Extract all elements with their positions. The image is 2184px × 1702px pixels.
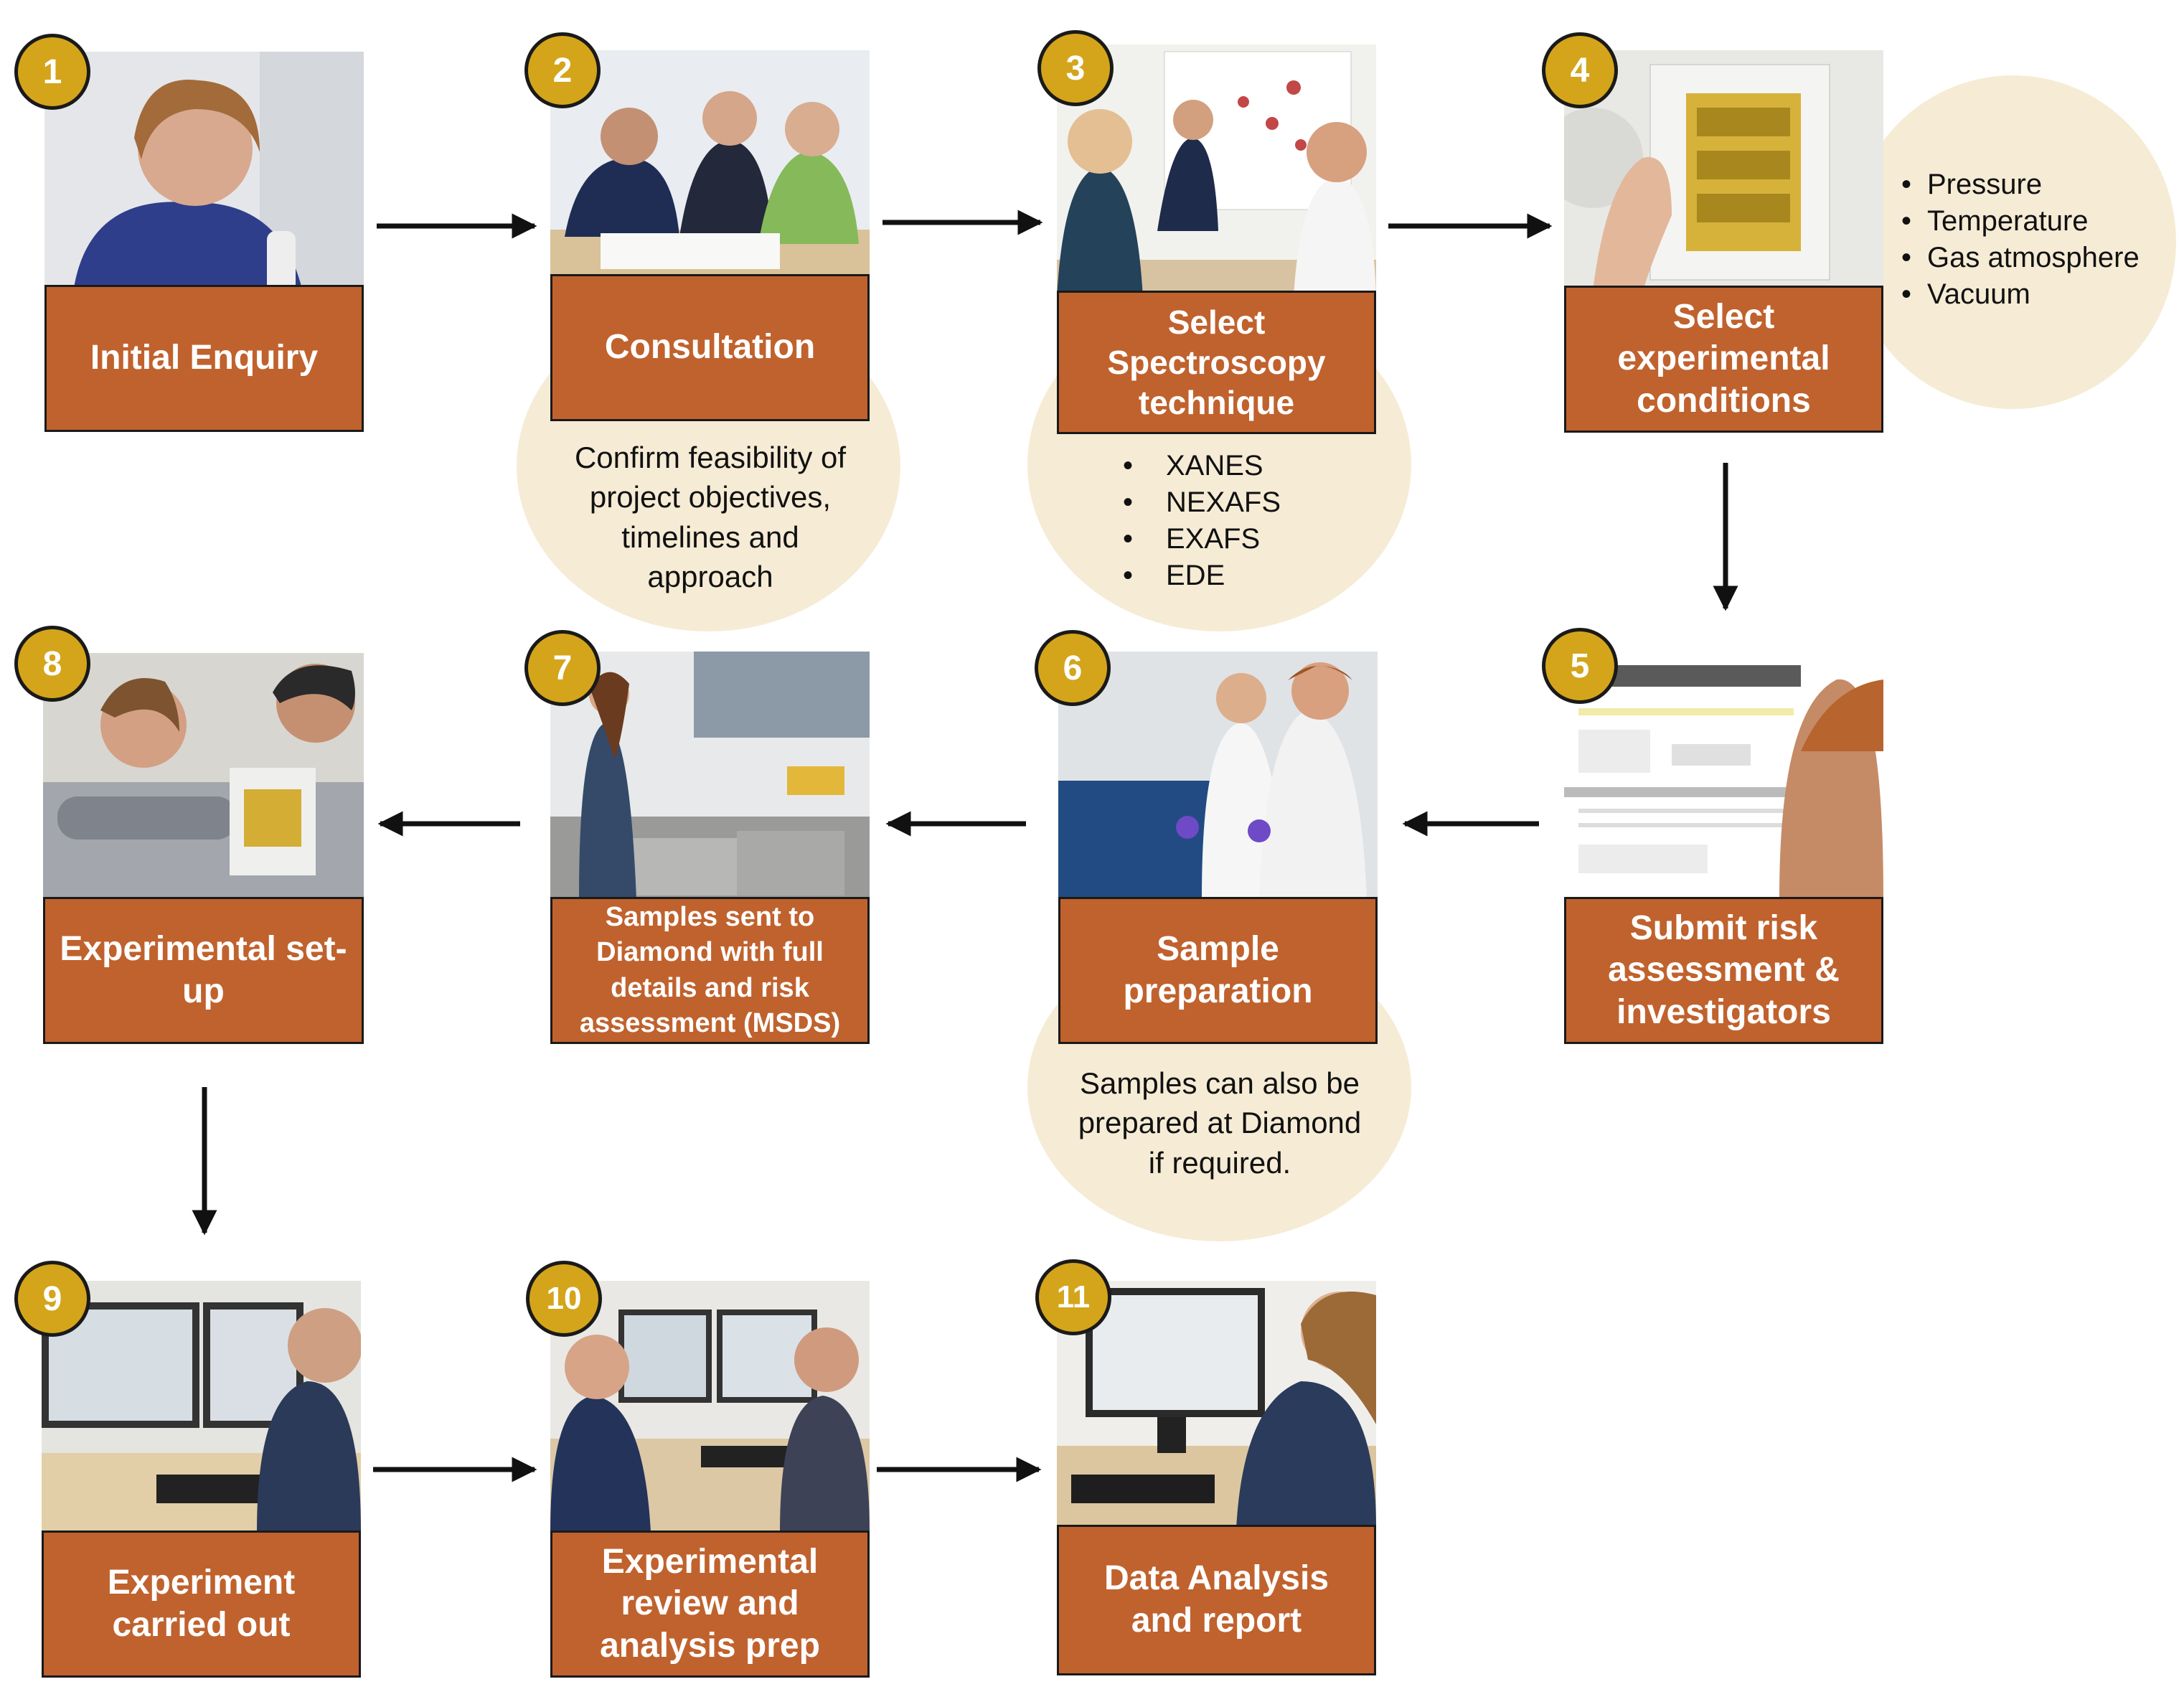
condition-item: Pressure <box>1901 166 2140 203</box>
step-11-photo <box>1057 1281 1376 1528</box>
step-2-text: Consultation <box>604 328 816 367</box>
step-2-photo <box>550 50 870 276</box>
step-5-text: Submit risk assessment & investigators <box>1608 908 1840 1031</box>
step-1-label: Initial Enquiry <box>44 285 364 432</box>
step-10-photo <box>550 1281 870 1532</box>
step-8-text: Experimental set-up <box>60 929 347 1010</box>
step-7-photo <box>550 652 870 899</box>
step-11-label: Data Analysis and report <box>1057 1525 1376 1675</box>
step-4-label: Select experimental conditions <box>1564 286 1883 433</box>
step-9-badge: 9 <box>14 1261 90 1337</box>
step-11-text: Data Analysis and report <box>1103 1559 1329 1640</box>
step-5-badge: 5 <box>1542 628 1618 704</box>
step-2-badge: 2 <box>524 32 601 108</box>
preparation-note: Samples can also be prepared at Diamond … <box>1040 1063 1399 1183</box>
step-6-label: Sample preparation <box>1058 897 1378 1044</box>
step-10-text: Experimental review and analysis prep <box>600 1542 820 1665</box>
step-9-label: Experiment carried out <box>42 1531 361 1678</box>
step-8-photo <box>43 653 364 901</box>
step-1-photo <box>44 52 364 292</box>
technique-item: XANES <box>1123 448 1281 484</box>
step-11-badge: 11 <box>1035 1259 1111 1335</box>
step-6-badge: 6 <box>1035 630 1111 706</box>
technique-item: NEXAFS <box>1123 484 1281 521</box>
step-6-text: Sample preparation <box>1123 929 1313 1010</box>
step-3-photo <box>1057 44 1376 297</box>
experimental-conditions-list: Pressure Temperature Gas atmosphere Vacu… <box>1901 166 2140 313</box>
step-9-photo <box>42 1281 361 1532</box>
technique-item: EXAFS <box>1123 521 1281 558</box>
condition-item: Gas atmosphere <box>1901 240 2140 276</box>
step-7-badge: 7 <box>524 630 601 706</box>
consultation-note: Confirm feasibility of project objective… <box>535 438 886 597</box>
spectroscopy-techniques-list: XANES NEXAFS EXAFS EDE <box>1123 448 1281 594</box>
step-1-badge: 1 <box>14 34 90 110</box>
step-3-label: Select Spectroscopy technique <box>1057 291 1376 434</box>
step-4-badge: 4 <box>1542 32 1618 108</box>
step-5-photo <box>1564 665 1883 898</box>
step-2-label: Consultation <box>550 274 870 421</box>
step-1-text: Initial Enquiry <box>90 339 319 377</box>
step-3-text: Select Spectroscopy technique <box>1107 303 1326 422</box>
step-5-label: Submit risk assessment & investigators <box>1564 897 1883 1044</box>
step-4-photo <box>1564 50 1883 291</box>
step-3-badge: 3 <box>1037 30 1114 106</box>
step-9-text: Experiment carried out <box>107 1563 296 1644</box>
condition-item: Temperature <box>1901 203 2140 240</box>
step-10-badge: 10 <box>526 1261 602 1337</box>
step-8-label: Experimental set-up <box>43 897 364 1044</box>
step-7-text: Samples sent to Diamond with full detail… <box>579 901 841 1038</box>
step-4-text: Select experimental conditions <box>1617 297 1830 420</box>
step-7-label: Samples sent to Diamond with full detail… <box>550 897 870 1044</box>
step-6-photo <box>1058 652 1378 899</box>
step-10-label: Experimental review and analysis prep <box>550 1531 870 1678</box>
step-8-badge: 8 <box>14 626 90 702</box>
condition-item: Vacuum <box>1901 276 2140 313</box>
consultation-note-text: Confirm feasibility of project objective… <box>574 441 847 594</box>
preparation-note-text: Samples can also be prepared at Diamond … <box>1078 1066 1362 1180</box>
technique-item: EDE <box>1123 558 1281 594</box>
